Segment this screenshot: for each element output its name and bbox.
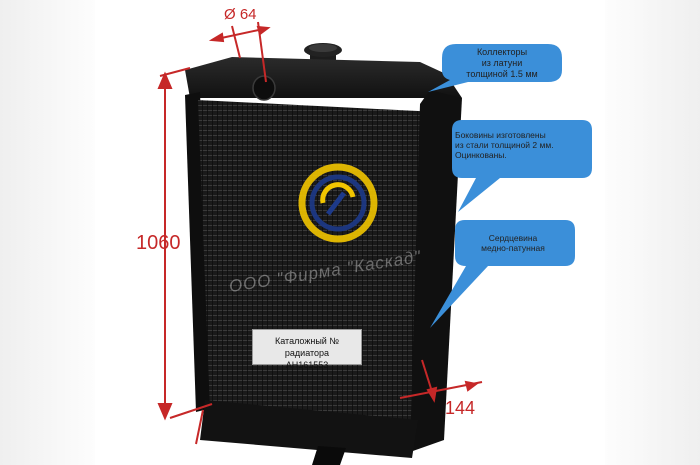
callout-collectors-text: Коллекторы из латуни толщиной 1.5 мм: [466, 47, 538, 79]
depth-dimension: 144: [445, 398, 476, 418]
catalog-number: AH161553: [285, 360, 329, 370]
callout-bubbles: [428, 44, 592, 328]
callout-sides-bubble: [452, 120, 592, 212]
bottom-tank: [200, 400, 418, 458]
outlet-pipe: [312, 446, 346, 465]
top-tank: [185, 57, 462, 98]
dimension-lines: [157, 21, 483, 445]
background-shade-left: [0, 0, 95, 465]
height-dimension: 1060: [136, 232, 181, 254]
filler-cap: [304, 43, 342, 66]
catalog-number-plate: Каталожный № радиатора AH161553: [252, 329, 362, 370]
left-side-plate: [185, 92, 212, 412]
inlet-pipe: [252, 75, 276, 101]
callout-core-text: Сердцевина медно-патунная: [481, 233, 545, 253]
catalog-label: Каталожный № радиатора: [275, 336, 339, 358]
callout-sides-text: Боковины изготовлены из стали толщиной 2…: [455, 130, 554, 160]
background-shade-right: [605, 0, 700, 465]
company-logo: [298, 163, 378, 243]
callout-collectors-bubble: [428, 44, 562, 92]
callout-core-bubble: [430, 220, 575, 328]
diameter-dimension: Ø 64: [224, 6, 257, 23]
